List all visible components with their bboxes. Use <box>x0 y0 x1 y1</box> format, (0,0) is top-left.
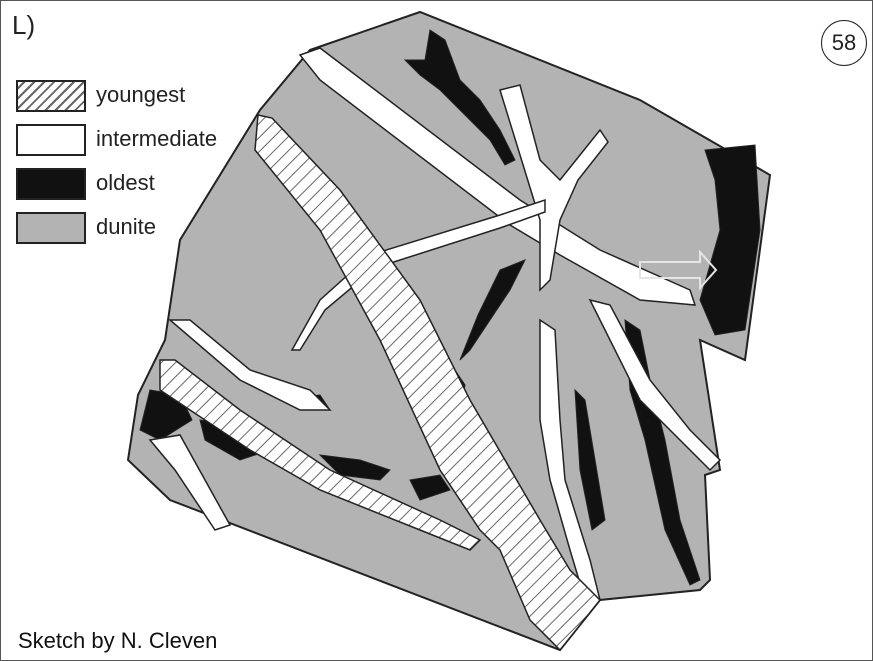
legend-swatch-dunite <box>16 212 86 244</box>
sketch-credit: Sketch by N. Cleven <box>18 628 217 654</box>
legend-label-youngest: youngest <box>96 82 185 108</box>
legend-label-intermediate: intermediate <box>96 126 217 152</box>
legend-item-youngest: youngest <box>16 76 246 114</box>
legend-swatch-intermediate <box>16 124 86 156</box>
panel-label: L) <box>12 10 35 41</box>
legend-item-intermediate: intermediate <box>16 120 246 158</box>
legend-item-oldest: oldest <box>16 164 246 202</box>
legend-swatch-youngest <box>16 80 86 112</box>
legend-swatch-oldest <box>16 168 86 200</box>
figure-number-badge: 58 <box>821 20 867 66</box>
legend-label-dunite: dunite <box>96 214 156 240</box>
legend-item-dunite: dunite <box>16 208 246 246</box>
legend-label-oldest: oldest <box>96 170 155 196</box>
